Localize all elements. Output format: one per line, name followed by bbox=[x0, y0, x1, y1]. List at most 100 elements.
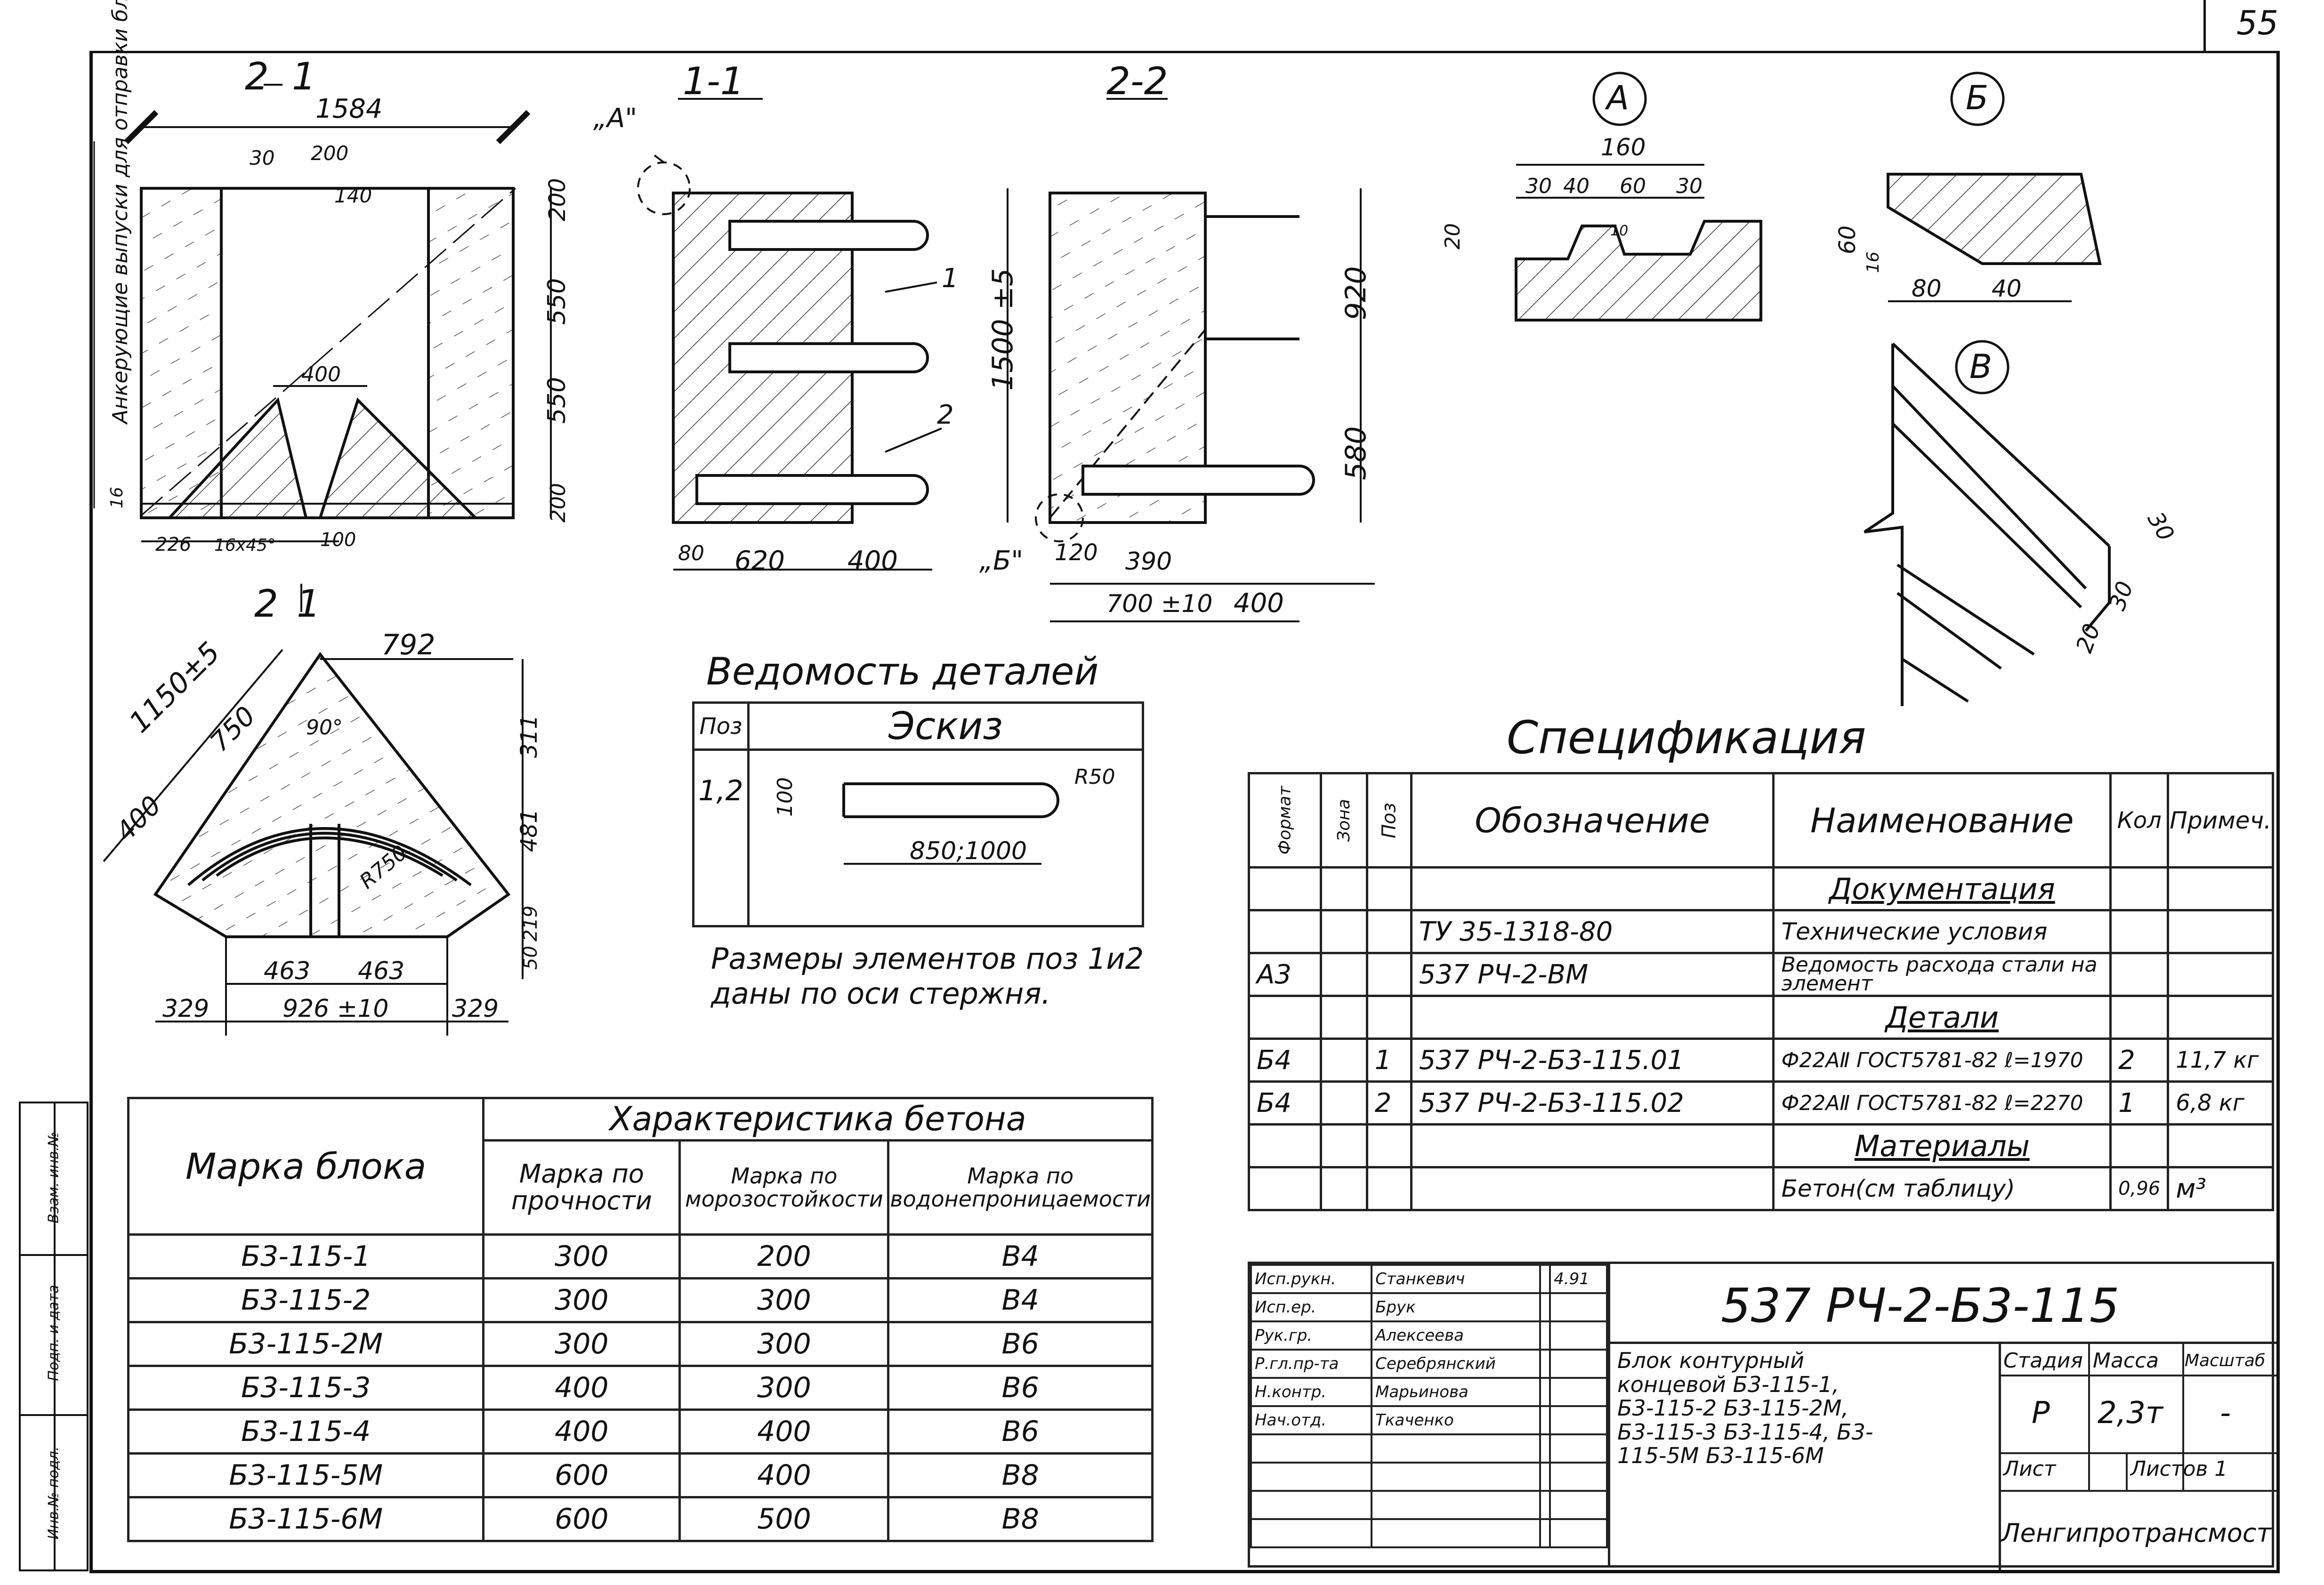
mass-label: Масса bbox=[2093, 1349, 2159, 1373]
spec-col-qty: Кол bbox=[2109, 772, 2170, 869]
dim-text: 400 bbox=[110, 790, 168, 847]
margin-stamp-strip: Взам. инв.№ Подп. и дата Инв.№ подл. bbox=[19, 1102, 89, 1571]
dim-text: 390 bbox=[1125, 547, 1172, 576]
organization: Ленгипротрансмост bbox=[2001, 1518, 2271, 1548]
drawing-code: 537 РЧ-2-Б3-115 bbox=[1721, 1278, 2120, 1333]
cut-mark: 1 bbox=[297, 582, 321, 626]
dim-text: 16 bbox=[1864, 251, 1883, 273]
sheet-frame bbox=[89, 51, 2280, 1573]
dim-text: 620 bbox=[734, 546, 785, 576]
details-sketch: 100 R50 850;1000 bbox=[747, 748, 1144, 927]
dim-text: 580 bbox=[1340, 426, 1372, 480]
dim-text: 90° bbox=[306, 716, 343, 740]
detail-v bbox=[1864, 340, 2111, 706]
stage-value: Р bbox=[2032, 1396, 2050, 1431]
dim-text: 400 bbox=[847, 546, 898, 576]
dim-text: 1500 ±5 bbox=[986, 268, 1019, 391]
leader-label: „Б" bbox=[979, 546, 1023, 576]
sketch-dim: 850;1000 bbox=[910, 837, 1027, 865]
concrete-col-block: Марка блока bbox=[127, 1097, 485, 1236]
sketch-dim: 100 bbox=[773, 777, 797, 817]
dim-text: 16 bbox=[107, 487, 127, 508]
section-2-2 bbox=[1035, 192, 1315, 542]
dim-text: 10 bbox=[1610, 223, 1628, 239]
dim-text: 400 bbox=[301, 362, 341, 386]
leader-label: „А" bbox=[593, 103, 637, 134]
cut-mark: 2 bbox=[245, 55, 269, 98]
spec-table: Формат Зона Поз Обозначение Наименование… bbox=[1247, 772, 2274, 1211]
rebar-sketch: 100 R50 850;1000 bbox=[773, 765, 1115, 865]
dim-text: 463 bbox=[358, 957, 404, 985]
dim-text: 550 bbox=[543, 278, 571, 325]
dim-text: 30 bbox=[250, 146, 274, 169]
spec-col-designation: Обозначение bbox=[1410, 772, 1775, 869]
scale-label: Масштаб bbox=[2185, 1351, 2266, 1370]
scale-value: - bbox=[2220, 1396, 2231, 1431]
sheet-label: Лист bbox=[2003, 1457, 2056, 1481]
detail-a bbox=[1515, 72, 1762, 322]
dim-text: 60 bbox=[1620, 174, 1646, 198]
dim-text: 329 bbox=[452, 995, 499, 1023]
spec-section-docs: Документация bbox=[1772, 866, 2112, 911]
dim-text: 463 bbox=[264, 957, 310, 985]
dim-text: 80 bbox=[678, 541, 704, 565]
dim-text: 60 bbox=[1834, 225, 1861, 254]
section-title: 1-1 bbox=[683, 59, 744, 103]
sheet-number-box bbox=[2203, 0, 2276, 51]
dim-text: 700 ±10 bbox=[1106, 590, 1213, 618]
dim-text: 920 bbox=[1340, 266, 1372, 320]
details-col-pos: Поз bbox=[692, 701, 750, 751]
details-title: Ведомость деталей bbox=[706, 650, 1099, 693]
spec-col-name: Наименование bbox=[1772, 772, 2112, 869]
dim-text: 120 bbox=[1055, 539, 1098, 566]
dim-text: 926 ±10 bbox=[282, 995, 389, 1023]
callout-label: В bbox=[1969, 347, 1992, 386]
plan-view bbox=[140, 187, 516, 519]
pos-label: 1 bbox=[942, 263, 959, 294]
sketch-dim: R50 bbox=[1074, 765, 1115, 789]
spec-col-zone: Зона bbox=[1320, 772, 1368, 869]
top-view bbox=[153, 652, 511, 1036]
callout-label: Б bbox=[1966, 79, 1988, 117]
dim-text: 140 bbox=[334, 184, 372, 207]
spec-col-note: Примеч. bbox=[2167, 772, 2274, 869]
concrete-col-water: Марка по водонепроницаемости bbox=[887, 1139, 1154, 1236]
dim-text: 400 bbox=[1234, 588, 1284, 619]
dim-text: 20 bbox=[1441, 223, 1465, 249]
dim-text: 30 bbox=[2142, 507, 2179, 546]
dim-text: 40 bbox=[1992, 275, 2022, 302]
sheets-label: Листов 1 bbox=[2130, 1457, 2228, 1481]
dim-text: 80 bbox=[1912, 275, 1942, 302]
anchor-note: Анкерующие выпуски для отправки блок bbox=[108, 0, 132, 425]
spec-col-format: Формат bbox=[1247, 772, 1323, 869]
dim-text: 40 bbox=[1563, 174, 1590, 198]
spec-col-pos: Поз bbox=[1365, 772, 1412, 869]
dim-text: 200 bbox=[546, 483, 570, 523]
concrete-col-frost: Марка по морозостойкости bbox=[678, 1139, 890, 1236]
concrete-col-strength: Марка по прочности bbox=[482, 1139, 681, 1236]
details-table: Поз Эскиз 1,2 100 R50 850;1000 bbox=[692, 701, 1144, 927]
dim-text: 16x45° bbox=[214, 536, 276, 555]
section-title: 2-2 bbox=[1106, 59, 1168, 103]
dim-text: 1150±5 bbox=[123, 636, 226, 740]
dim-text: 200 bbox=[544, 178, 571, 221]
spec-section-details: Детали bbox=[1772, 995, 2112, 1040]
spec-title: Спецификация bbox=[1507, 711, 1866, 764]
sheet-number: 55 bbox=[2236, 4, 2279, 42]
dim-text: 792 bbox=[381, 628, 436, 661]
spec-section-materials: Материалы bbox=[1772, 1123, 2112, 1168]
dim-text: 550 bbox=[543, 377, 571, 424]
dim-text: 50 bbox=[520, 946, 541, 970]
dim-text: 20 bbox=[2071, 620, 2106, 657]
cut-mark: 1 bbox=[292, 55, 316, 98]
element-name: Блок контурный концевой Б3-115-1, Б3-115… bbox=[1617, 1348, 1873, 1469]
